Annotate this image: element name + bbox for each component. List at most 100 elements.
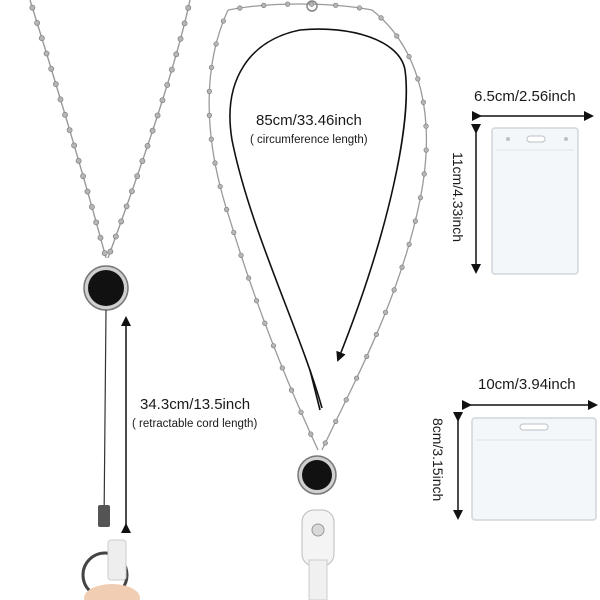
chain-bead (173, 51, 180, 58)
chain-bead (52, 81, 59, 88)
chain-bead (212, 160, 218, 166)
chain-bead (29, 4, 36, 11)
horizontal-holder-outline (471, 417, 597, 521)
chain-bead (382, 309, 389, 315)
chain-bead (394, 33, 400, 39)
chain-bead (412, 218, 418, 224)
chain-bead (246, 275, 252, 281)
chain-bead (253, 298, 260, 304)
chain-bead (208, 136, 214, 142)
chain-bead (88, 204, 95, 210)
chain-bead (139, 158, 146, 164)
left-clip (98, 505, 110, 527)
left-retractable-cord (103, 309, 107, 526)
horizontal-holder-width-label: 10cm/3.94inch (478, 376, 576, 393)
retractable-note-label: ( retractable cord length) (132, 418, 258, 430)
chain-bead (406, 53, 412, 60)
chain-bead (208, 64, 215, 71)
chain-bead (149, 127, 156, 134)
chain-bead (185, 4, 192, 11)
middle-snap (311, 523, 325, 537)
chain-bead (262, 320, 268, 326)
vertical-holder-height-label: 11cm/4.33inch (450, 152, 466, 243)
chain-bead (80, 173, 86, 180)
chain-bead (354, 375, 360, 381)
chain-bead (217, 183, 223, 190)
vertical-badge-holder (491, 127, 579, 275)
chain-bead (112, 233, 119, 240)
horizontal-holder-height-label: 8cm/3.15inch (430, 418, 446, 502)
chain-bead (107, 248, 114, 255)
chain-bead (423, 123, 429, 129)
left-lanyard (29, 0, 192, 600)
chain-bead (373, 331, 379, 338)
chain-bead (93, 219, 100, 226)
chain-bead (97, 234, 104, 241)
chain-bead (62, 111, 68, 118)
chain-bead (48, 65, 55, 72)
chain-bead (399, 264, 405, 270)
chain-bead (308, 431, 314, 437)
chain-bead (168, 66, 175, 73)
chain-bead (378, 15, 384, 21)
chain-bead (220, 18, 226, 24)
chain-bead (43, 50, 50, 57)
chain-bead (57, 96, 64, 103)
chain-bead (129, 188, 135, 195)
chain-bead (423, 147, 429, 153)
chain-bead (343, 397, 349, 403)
chain-bead (420, 99, 426, 105)
middle-reel (302, 460, 332, 490)
chain-bead (406, 241, 412, 247)
chain-bead (181, 20, 188, 27)
vertical-holder-slot (526, 135, 546, 143)
chain-bead (237, 5, 243, 11)
middle-chain-top (227, 3, 373, 11)
chain-bead (84, 188, 91, 195)
chain-bead (356, 5, 363, 11)
chain-bead (206, 112, 212, 118)
chain-bead (154, 112, 161, 119)
chain-bead (38, 35, 45, 42)
circumference-arrow-start (309, 369, 321, 411)
chain-bead (288, 387, 295, 393)
chain-bead (298, 409, 304, 415)
lanyard-length-label: 85cm/33.46inch (256, 112, 362, 129)
chain-bead (101, 250, 108, 257)
chain-bead (206, 88, 212, 94)
chain-bead (391, 287, 397, 293)
horizontal-badge-holder (471, 417, 597, 521)
chain-bead (164, 82, 171, 88)
chain-bead (213, 41, 219, 47)
chain-bead (309, 1, 315, 7)
chain-bead (144, 142, 151, 149)
retractable-length-label: 34.3cm/13.5inch (140, 396, 251, 413)
middle-chain-beads (206, 1, 429, 446)
circumference-arrow (229, 28, 408, 409)
chain-bead (333, 2, 339, 8)
chain-bead (261, 2, 267, 8)
chain-bead (66, 127, 73, 134)
chain-bead (364, 353, 370, 360)
chain-bead (177, 35, 184, 42)
middle-strap-tail (308, 559, 328, 600)
left-chain-beads (29, 4, 192, 257)
left-strap (107, 539, 127, 581)
vertical-holder-hole-right (564, 137, 568, 141)
middle-clasp (306, 0, 318, 12)
lanyard-note-label: ( circumference length) (250, 134, 368, 146)
chain-bead (118, 218, 125, 225)
chain-bead (270, 343, 277, 349)
middle-strap (301, 509, 335, 567)
chain-bead (134, 173, 141, 180)
vertical-holder-outline (491, 127, 579, 275)
chain-bead (417, 195, 424, 201)
horizontal-holder-slot (519, 423, 549, 431)
left-reel (88, 270, 124, 306)
chain-bead (224, 206, 230, 213)
chain-bead (415, 76, 421, 82)
chain-bead (238, 252, 244, 258)
chain-bead (34, 20, 41, 26)
vertical-holder-hole-left (506, 137, 510, 141)
